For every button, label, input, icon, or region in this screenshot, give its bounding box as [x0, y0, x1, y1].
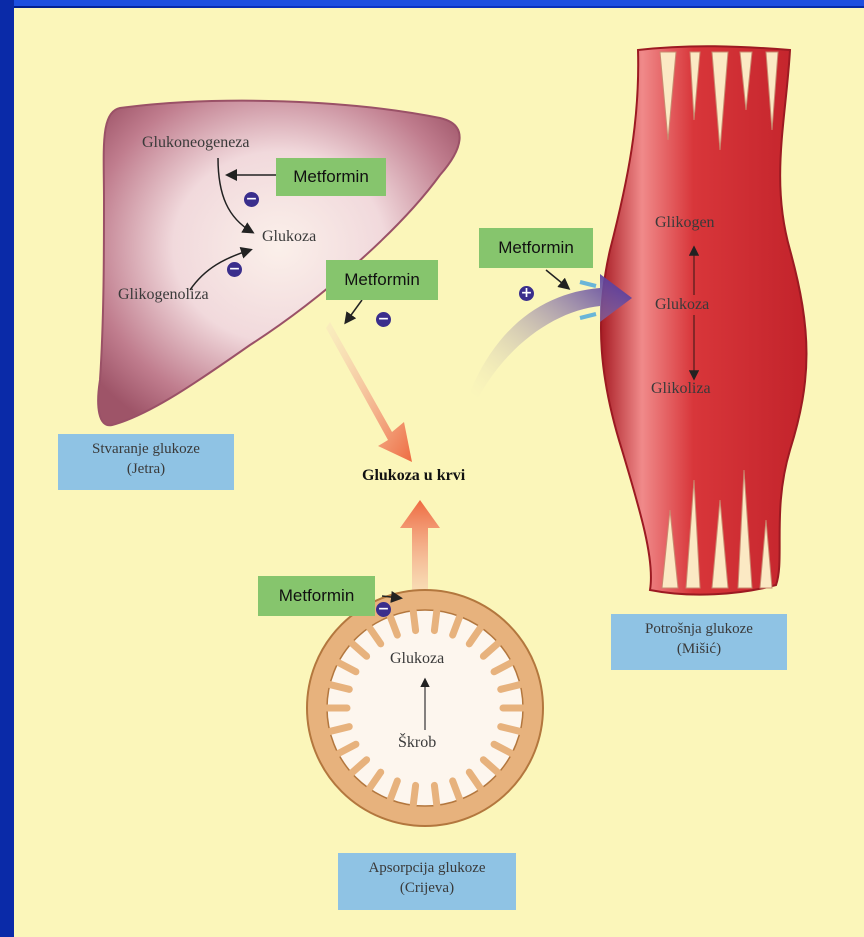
muscle-caption: Potrošnja glukoze (Mišić) [611, 614, 787, 670]
villus [501, 685, 520, 690]
muscle-glycogen-label: Glikogen [655, 214, 715, 232]
metformin-intestine-box: Metformin [258, 576, 375, 616]
liver-caption-line2: (Jetra) [58, 459, 234, 479]
liver-caption-line1: Stvaranje glukoze [58, 439, 234, 459]
transporter-bottom [580, 314, 596, 318]
muscle-caption-line2: (Mišić) [611, 639, 787, 659]
liver-output-arrow [326, 322, 412, 462]
stimulate-muscle-uptake-sign: + [519, 286, 534, 301]
villus [501, 727, 520, 732]
intestine-caption-line2: (Crijeva) [338, 878, 516, 898]
blood-glucose-label: Glukoza u krvi [362, 467, 465, 485]
liver-caption: Stvaranje glukoze (Jetra) [58, 434, 234, 490]
intestine-glucose-label: Glukoza [390, 650, 444, 668]
intestine-caption: Apsorpcija glukoze (Crijeva) [338, 853, 516, 910]
muscle-caption-line1: Potrošnja glukoze [611, 619, 787, 639]
metformin-liver-box: Metformin [276, 158, 386, 196]
villus [434, 611, 436, 631]
muscle-glucose-label: Glukoza [655, 296, 709, 314]
transporter-top [580, 282, 596, 286]
muscle-shape [601, 46, 807, 594]
intestine-caption-line1: Apsorpcija glukoze [338, 858, 516, 878]
villus [413, 611, 415, 631]
intestine-starch-label: Škrob [398, 734, 436, 752]
villus [330, 727, 349, 732]
liver-glycogenolysis-label: Glikogenoliza [118, 286, 209, 304]
inhibit-gluconeogenesis-sign: − [244, 192, 259, 207]
villus [413, 785, 415, 805]
liver-glucose-label: Glukoza [262, 228, 316, 246]
inhibit-liver-output-sign: − [376, 312, 391, 327]
liver-gluconeogenesis-label: Glukoneogeneza [142, 134, 250, 152]
metformin-blood-pointer [346, 300, 362, 322]
metformin-muscle-pointer [546, 270, 568, 288]
villus [434, 785, 436, 805]
muscle-glycolysis-label: Glikoliza [651, 380, 711, 398]
villus [330, 685, 349, 690]
metformin-blood-box: Metformin [326, 260, 438, 300]
inhibit-absorption-sign: − [376, 602, 391, 617]
metformin-muscle-box: Metformin [479, 228, 593, 268]
inhibit-glycogenolysis-sign: − [227, 262, 242, 277]
